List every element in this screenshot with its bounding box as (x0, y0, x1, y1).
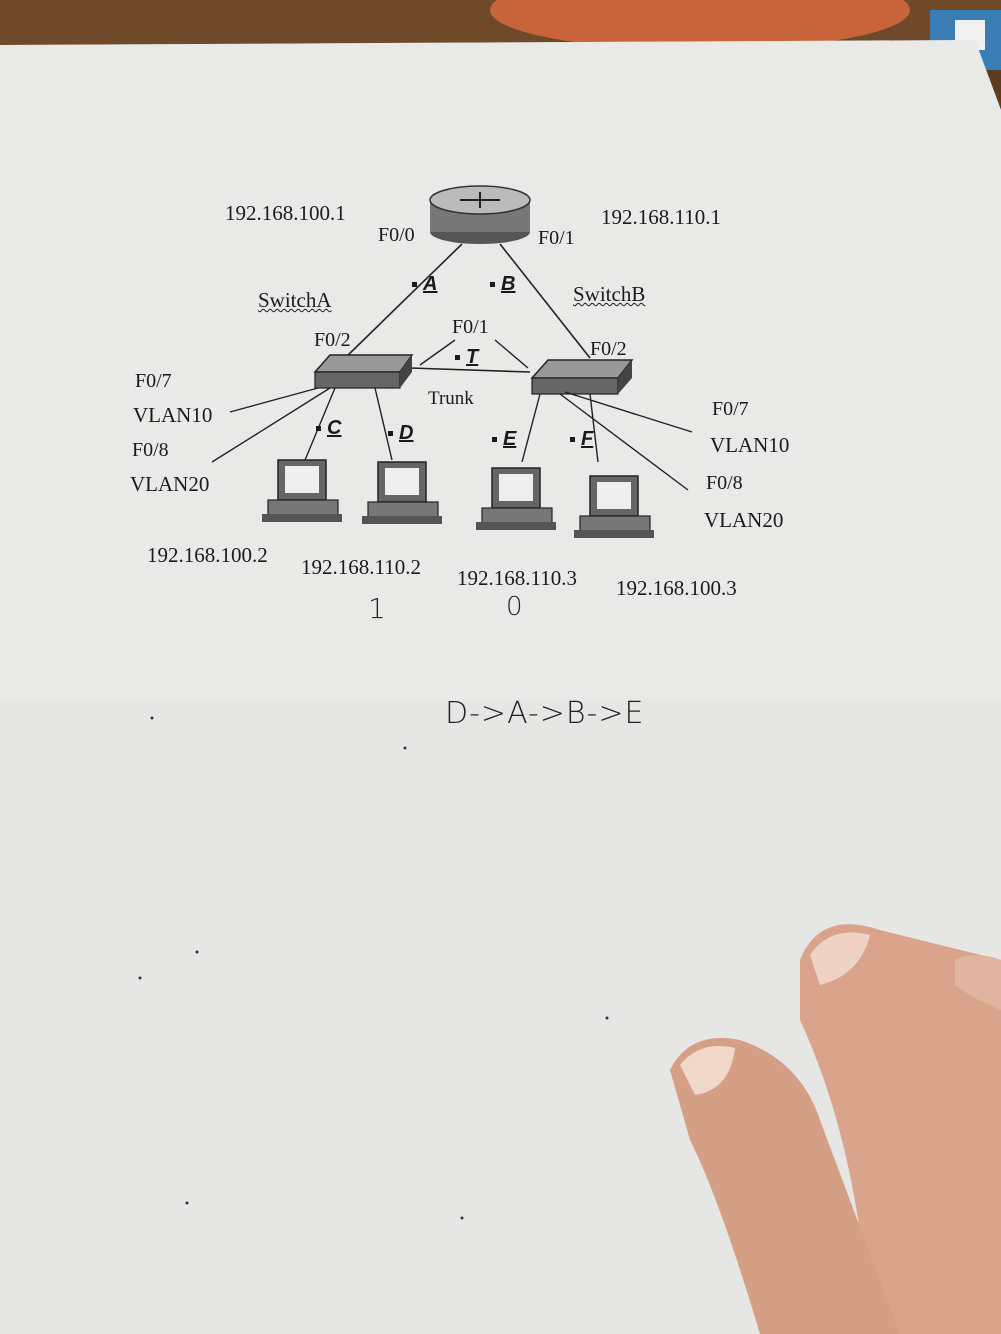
handwritten-answer: D->A->B->E (445, 696, 645, 731)
switch-a-name: SwitchA (258, 288, 332, 312)
router-left-ip: 192.168.100.1 (225, 201, 346, 225)
switch-a-vlan-10: VLAN10 (133, 403, 213, 427)
link-vlan10-a (229, 387, 319, 413)
switch-b-port-7: F0/7 (712, 398, 749, 420)
switch-a-trunk-port: F0/1 (452, 316, 489, 338)
host-1-ip: 192.168.100.2 (147, 543, 268, 567)
link-c (304, 387, 336, 461)
switch-a-icon (313, 354, 414, 389)
link-f (589, 393, 599, 463)
router-icon (429, 185, 531, 244)
link-d (374, 387, 393, 461)
link-e (521, 393, 541, 463)
switch-a-port-7: F0/7 (135, 370, 172, 392)
segment-d: D (388, 422, 413, 445)
pc-3-icon (476, 467, 556, 530)
switch-b-name: SwitchB (573, 282, 646, 306)
trunk-arrow-right (494, 339, 529, 369)
segment-a: A (412, 273, 437, 296)
segment-c: C (316, 417, 341, 440)
handwritten-note-1: 1 (368, 592, 387, 625)
segment-e: E (492, 428, 516, 451)
pc-2-icon (362, 461, 442, 524)
switch-a-vlan-20: VLAN20 (130, 472, 210, 496)
link-a (344, 243, 463, 359)
switch-b-vlan-10: VLAN10 (710, 433, 790, 457)
switch-a-uplink-port: F0/2 (314, 329, 351, 351)
handwritten-note-2: 0 (506, 592, 524, 622)
segment-t: T (455, 346, 478, 369)
link-vlan20-b (559, 393, 689, 491)
router-port-right: F0/1 (538, 227, 575, 249)
finger-photo (670, 924, 1001, 1334)
switch-b-uplink-port: F0/2 (590, 338, 627, 360)
trunk-arrow-left (419, 339, 456, 366)
switch-b-icon (530, 359, 634, 395)
host-2-ip: 192.168.110.2 (301, 555, 421, 579)
trunk-link (409, 367, 531, 373)
host-3-ip: 192.168.110.3 (457, 566, 577, 590)
link-vlan20-a (211, 387, 331, 463)
switch-a-port-8: F0/8 (132, 439, 169, 461)
trunk-label: Trunk (428, 388, 474, 409)
segment-f: F (570, 428, 593, 451)
link-b (499, 243, 591, 359)
pc-4-icon (574, 475, 654, 538)
router-right-ip: 192.168.110.1 (601, 205, 721, 229)
router-port-left: F0/0 (378, 224, 415, 246)
link-vlan10-b (564, 391, 693, 433)
pc-1-icon (262, 459, 342, 522)
segment-b: B (490, 273, 515, 296)
switch-b-vlan-20: VLAN20 (704, 508, 784, 532)
switch-b-port-8: F0/8 (706, 472, 743, 494)
host-4-ip: 192.168.100.3 (616, 576, 737, 600)
